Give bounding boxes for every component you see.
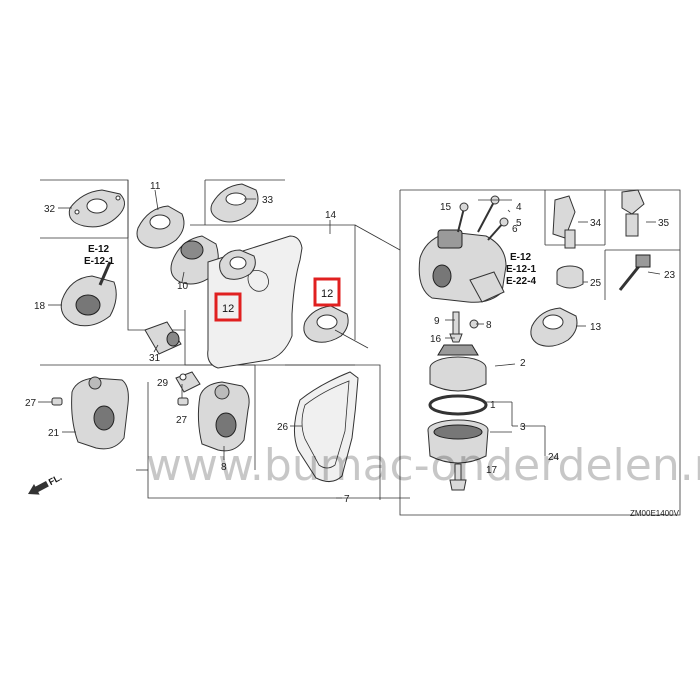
label-18: 18 — [34, 301, 46, 312]
part-8-body — [197, 381, 250, 452]
label-3: 3 — [520, 422, 526, 433]
label-10: 10 — [177, 281, 189, 292]
part-13-gasket — [530, 307, 578, 347]
figure-code: ZM00E1400V — [630, 509, 680, 518]
part-21-base — [71, 376, 129, 450]
leader-lines — [38, 189, 661, 499]
direction-label: FL. — [47, 472, 64, 487]
label-13: 13 — [590, 322, 602, 333]
watermark: www.bumac-onderdelen.nl — [146, 440, 700, 491]
ref-e12-right: E-12 — [510, 252, 532, 263]
label-8-left: 8 — [221, 462, 227, 473]
part-33-gasket — [210, 183, 259, 223]
frame-lines — [40, 179, 681, 516]
label-23: 23 — [664, 270, 676, 281]
label-2: 2 — [520, 358, 526, 369]
part-34-lever — [552, 195, 576, 249]
label-11: 11 — [150, 181, 161, 192]
part-35-lever — [621, 189, 645, 237]
label-21: 21 — [48, 428, 60, 439]
label-26: 26 — [277, 422, 289, 433]
label-9: 9 — [434, 316, 440, 327]
part-12-gasket-right — [303, 305, 369, 349]
label-4: 4 — [516, 202, 522, 213]
label-24: 24 — [548, 452, 560, 463]
part-18-spacer — [60, 261, 117, 327]
highlight-box-left — [214, 292, 242, 322]
part-12-gasket-left — [219, 249, 256, 280]
part-11-gasket — [136, 205, 185, 249]
ref-e224: E-22-4 — [506, 276, 536, 287]
label-7: 7 — [344, 494, 350, 505]
label-15: 15 — [440, 202, 452, 213]
carburetor-assembly — [418, 195, 509, 303]
label-35: 35 — [658, 218, 670, 229]
part-27-pin-left — [51, 397, 63, 406]
label-29: 29 — [157, 378, 169, 389]
label-25: 25 — [590, 278, 602, 289]
label-1: 1 — [490, 400, 496, 411]
label-12-right: 12 — [321, 288, 333, 300]
ref-e121-left: E-12-1 — [84, 256, 114, 267]
highlight-boxes — [214, 277, 341, 322]
part-17-bolt — [449, 463, 467, 491]
label-6: 6 — [512, 224, 518, 235]
label-14: 14 — [325, 210, 337, 221]
part-2-float — [429, 344, 516, 392]
highlight-box-right — [313, 277, 341, 307]
reference-codes: E-12 E-12-1 E-12 E-12-1 E-22-4 — [84, 244, 536, 287]
direction-arrow: FL. — [28, 472, 64, 495]
part-26-plate — [294, 371, 359, 482]
label-32: 32 — [44, 204, 56, 215]
part-3-bowl — [427, 419, 489, 464]
label-31: 31 — [149, 353, 161, 364]
part-23-needle — [618, 254, 651, 291]
part-32-gasket — [68, 189, 125, 228]
label-12-left: 12 — [222, 303, 234, 315]
label-33: 33 — [262, 195, 274, 206]
label-34: 34 — [590, 218, 602, 229]
label-27-mid: 27 — [176, 415, 188, 426]
part-14-plate — [207, 235, 303, 369]
part-9-screw — [449, 311, 463, 343]
ref-e121-right: E-12-1 — [506, 264, 536, 275]
label-27-left: 27 — [25, 398, 37, 409]
label-8-right: 8 — [486, 320, 492, 331]
part-labels: 32 11 33 14 10 18 12 12 31 27 21 29 27 8… — [25, 181, 676, 505]
label-16: 16 — [430, 334, 442, 345]
label-17: 17 — [486, 465, 498, 476]
label-5: 5 — [516, 218, 522, 229]
part-25-cap — [556, 265, 584, 289]
part-29-fitting — [175, 371, 201, 393]
part-31-pipe — [144, 321, 182, 355]
part-10-insulator — [170, 235, 219, 285]
ref-e12-left: E-12 — [88, 244, 110, 255]
part-1-ring — [428, 394, 488, 416]
part-27-pin-mid — [177, 397, 189, 406]
